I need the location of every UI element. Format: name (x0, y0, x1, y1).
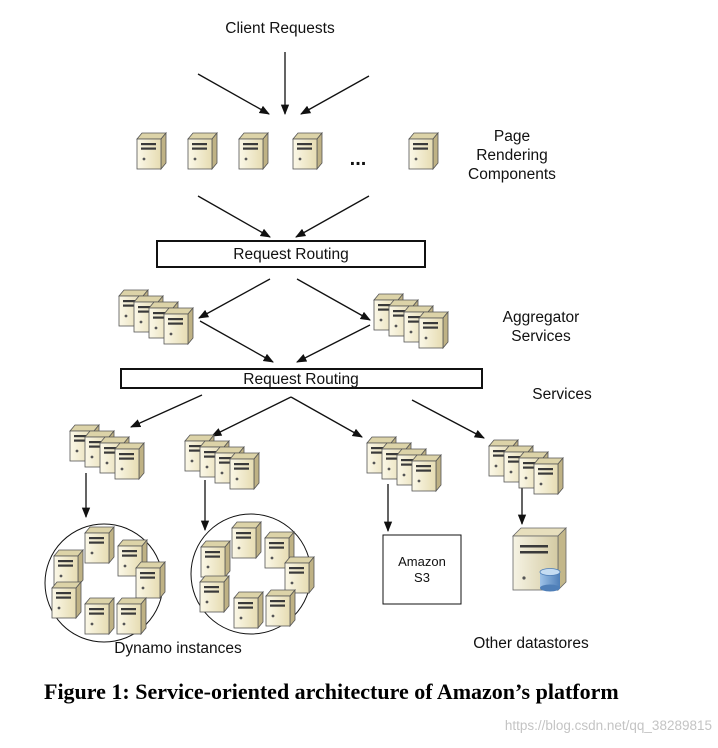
arrow-route-to-svc-2 (211, 396, 292, 437)
arrows (81, 52, 527, 533)
arrow-pages-left (197, 195, 271, 238)
server-icon (233, 591, 264, 629)
request-routing-bottom-label: Request Routing (243, 371, 358, 388)
amazon-label: Amazon (398, 554, 446, 569)
arrow-route-to-agg-right (296, 278, 371, 321)
server-icon (135, 561, 166, 599)
arrow-route-to-svc-1 (130, 394, 203, 428)
server-group-icon (488, 439, 564, 495)
server-icon (408, 132, 439, 170)
other-datastores-label: Other datastores (473, 635, 589, 652)
server-group-icon (69, 424, 145, 480)
server-icon (284, 556, 315, 594)
server-icon (84, 597, 115, 635)
s3-label: S3 (414, 570, 430, 585)
server-group-icon (373, 293, 449, 349)
client-requests-label: Client Requests (225, 20, 335, 37)
aggregator-services-label: Services (511, 328, 571, 345)
server-icon (199, 575, 230, 613)
server-icon (51, 581, 82, 619)
server-icon (187, 132, 218, 170)
server-icon (53, 549, 84, 587)
server-icon (116, 597, 147, 635)
server-icon (84, 526, 115, 564)
arrow-client-left (197, 73, 270, 115)
server-group-icon (366, 436, 442, 492)
server-icon (200, 540, 231, 578)
ellipsis-label: ... (350, 148, 367, 170)
arrow-route-to-svc-4 (411, 399, 485, 439)
server-group-icon (184, 434, 260, 490)
request-routing-box-top: Request Routing (156, 240, 426, 268)
server-icon (292, 132, 323, 170)
services-label: Services (532, 386, 592, 403)
aggregator-label: Aggregator (503, 309, 580, 326)
server-icon (238, 132, 269, 170)
server-icon (136, 132, 167, 170)
arrow-client-right (300, 75, 370, 115)
arrow-agg-right-to-route (296, 324, 371, 363)
watermark: https://blog.csdn.net/qq_38289815 (504, 718, 712, 733)
server-icon (265, 589, 296, 627)
server-icon (231, 521, 262, 559)
arrow-route-to-agg-left (198, 278, 271, 319)
architecture-diagram: Client Requests Page Rendering Component… (44, 20, 592, 657)
components-label: Components (468, 166, 556, 183)
rendering-label: Rendering (476, 147, 548, 164)
database-icon (512, 527, 567, 592)
arrow-pages-right (295, 195, 370, 238)
arrow-agg-left-to-route (199, 320, 274, 363)
arrow-route-to-svc-3 (290, 396, 363, 438)
request-routing-top-label: Request Routing (233, 246, 348, 263)
page-label: Page (494, 128, 530, 145)
amazon-s3-box: Amazon S3 (382, 534, 462, 605)
server-group-icon (118, 289, 194, 345)
figure-caption: Figure 1: Service-oriented architecture … (44, 679, 619, 704)
dynamo-instances-label: Dynamo instances (114, 640, 242, 657)
request-routing-box-bottom: Request Routing (120, 368, 483, 389)
